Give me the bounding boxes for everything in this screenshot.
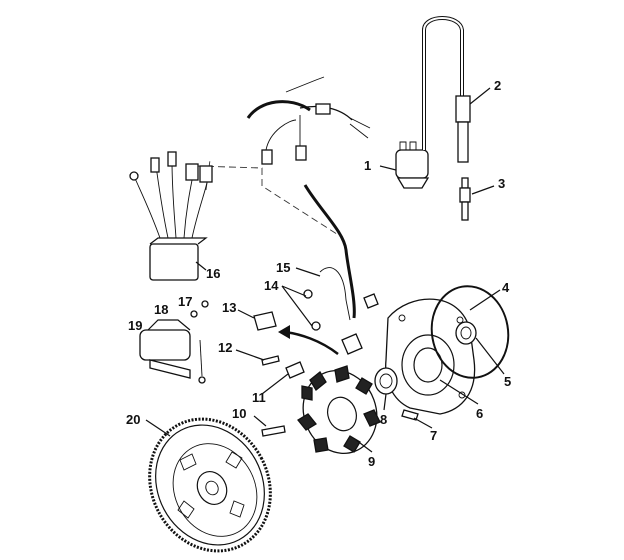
nut-17	[201, 300, 209, 308]
callout-9: 9	[368, 454, 375, 469]
ignition-coil	[395, 141, 430, 189]
callout-1: 1	[364, 158, 371, 173]
callout-11: 11	[252, 390, 266, 405]
callout-6: 6	[476, 406, 483, 421]
callout-5: 5	[504, 374, 511, 389]
oil-seal-small	[374, 367, 398, 395]
callout-3: 3	[498, 176, 505, 191]
callout-14: 14	[264, 278, 279, 293]
callout-17: 17	[178, 294, 192, 309]
wiring-loom	[246, 76, 371, 165]
leader-lines	[145, 87, 505, 453]
harness-connector	[341, 333, 363, 355]
wire-clamp	[285, 361, 305, 379]
callout-8: 8	[380, 412, 387, 427]
callout-10: 10	[232, 406, 246, 421]
connection-dashline	[195, 165, 341, 237]
clamp-and-screws	[303, 267, 351, 331]
screw-12	[261, 355, 280, 366]
callout-16: 16	[206, 266, 220, 281]
washer-18	[190, 310, 198, 318]
callout-2: 2	[494, 78, 501, 93]
high-tension-lead	[422, 16, 464, 150]
harness-grommet	[363, 293, 379, 309]
screw-7	[401, 409, 419, 421]
starter-relay	[139, 319, 206, 384]
stator-coil	[297, 365, 381, 454]
flywheel	[148, 417, 272, 553]
cdi-unit	[129, 151, 213, 281]
callout-20: 20	[126, 412, 140, 427]
screw-10	[261, 425, 286, 437]
spark-plug-cap	[455, 95, 471, 163]
callout-12: 12	[218, 340, 232, 355]
stator-plate	[385, 298, 476, 415]
spark-plug	[459, 177, 471, 221]
callout-13: 13	[222, 300, 236, 315]
arrow-head	[278, 325, 290, 339]
callout-15: 15	[276, 260, 290, 275]
oil-seal	[455, 321, 477, 345]
callout-4: 4	[502, 280, 510, 295]
stator-harness	[303, 184, 356, 319]
o-ring	[430, 285, 510, 379]
callout-7: 7	[430, 428, 437, 443]
direction-arrow	[284, 330, 339, 355]
pulser-coil	[253, 311, 277, 331]
high-tension-lead-inner	[423, 17, 463, 150]
callout-19: 19	[128, 318, 142, 333]
callout-18: 18	[154, 302, 168, 317]
